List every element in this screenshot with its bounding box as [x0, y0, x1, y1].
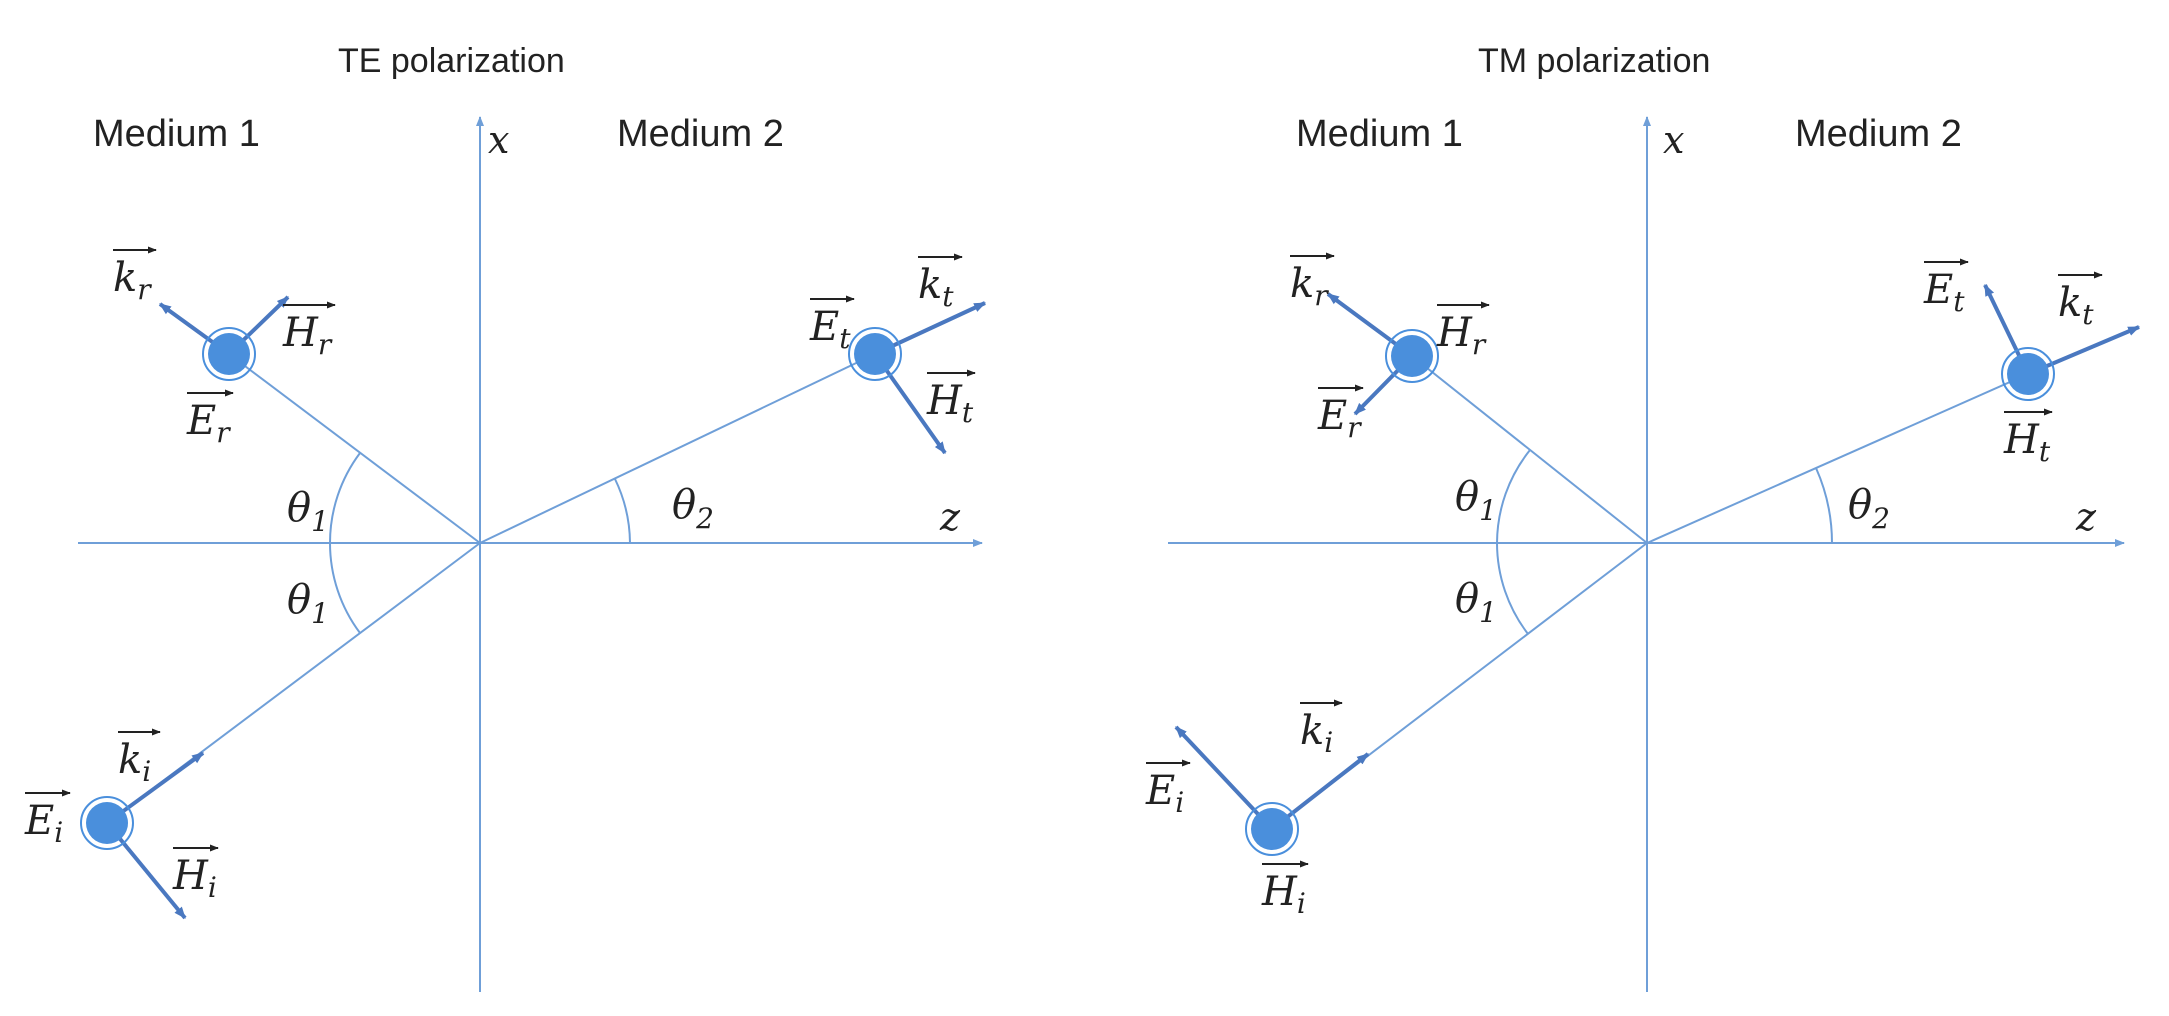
- te-ei-label: Ei: [24, 789, 71, 849]
- tm-theta2-arc: [1815, 467, 1833, 544]
- svg-text:Er: Er: [186, 398, 231, 449]
- te-kr-label: kr: [113, 246, 157, 306]
- te-title: TE polarization: [338, 42, 565, 80]
- tm-transmitted-particle: [2001, 347, 2055, 401]
- svg-text:Et: Et: [1923, 267, 1965, 318]
- te-theta1-lower-label: θ1: [287, 577, 329, 630]
- svg-text:kr: kr: [1290, 261, 1329, 312]
- tm-hr-label: Hr: [1436, 301, 1490, 361]
- tm-z-axis-label: z: [2075, 495, 2097, 539]
- te-theta2-arc: [614, 478, 631, 544]
- te-theta2-label: θ2: [672, 482, 714, 535]
- svg-text:kt: kt: [918, 262, 954, 313]
- tm-theta1-upper-label: θ1: [1455, 474, 1497, 527]
- te-kt-label: kt: [918, 253, 963, 313]
- te-z-axis-label: z: [939, 495, 961, 539]
- tm-ei-label: Ei: [1145, 759, 1191, 819]
- te-hi-label: Hi: [172, 844, 219, 904]
- te-incident-particle: [80, 796, 134, 850]
- tm-panel: TM polarization Medium 1 Medium 2 x z θ1…: [1145, 42, 2141, 992]
- te-reflected-ray: [228, 353, 481, 544]
- svg-text:Et: Et: [809, 304, 851, 355]
- tm-er-label: Er: [1317, 384, 1364, 444]
- svg-text:Ei: Ei: [1145, 768, 1184, 819]
- tm-kr-label: kr: [1290, 252, 1335, 312]
- svg-text:Ht: Ht: [926, 378, 974, 429]
- tm-x-axis-label: x: [1663, 118, 1684, 162]
- svg-text:ki: ki: [118, 737, 151, 788]
- te-hr-label: Hr: [282, 301, 336, 361]
- tm-theta1-lower-label: θ1: [1455, 576, 1497, 629]
- tm-transmitted-ray: [1646, 373, 2029, 544]
- te-ht-label: Ht: [926, 369, 976, 429]
- tm-ki-label: ki: [1300, 699, 1343, 759]
- tm-ei-vector: [1174, 725, 1274, 831]
- tm-theta1-lower-arc: [1496, 542, 1529, 635]
- svg-text:Er: Er: [1317, 393, 1362, 444]
- svg-text:Hr: Hr: [282, 310, 333, 361]
- te-theta1-lower-arc: [329, 542, 361, 634]
- svg-text:Hr: Hr: [1436, 310, 1487, 361]
- te-x-axis-label: x: [488, 118, 509, 162]
- tm-ht-label: Ht: [2003, 408, 2053, 468]
- tm-hi-label: Hi: [1261, 860, 1309, 920]
- tm-medium-1-label: Medium 1: [1296, 113, 1463, 155]
- te-et-label: Et: [809, 295, 855, 355]
- te-panel: TE polarization Medium 1 Medium 2 x z θ1…: [24, 42, 987, 992]
- te-theta1-upper-arc: [329, 452, 361, 544]
- te-transmitted-particle: [848, 327, 902, 381]
- tm-incident-particle: [1245, 802, 1299, 856]
- tm-et-label: Et: [1923, 258, 1969, 318]
- svg-text:kt: kt: [2058, 280, 2094, 331]
- tm-title: TM polarization: [1478, 42, 1710, 80]
- tm-theta1-upper-arc: [1496, 449, 1531, 544]
- svg-text:Hi: Hi: [172, 853, 217, 904]
- tm-reflected-ray: [1411, 355, 1648, 544]
- svg-text:Hi: Hi: [1261, 869, 1306, 920]
- svg-text:Ei: Ei: [24, 798, 63, 849]
- svg-text:ki: ki: [1300, 708, 1333, 759]
- svg-text:Ht: Ht: [2003, 417, 2051, 468]
- svg-text:kr: kr: [113, 255, 152, 306]
- te-medium-2-label: Medium 2: [617, 113, 784, 155]
- tm-theta2-label: θ2: [1848, 482, 1890, 535]
- te-theta1-upper-label: θ1: [287, 485, 329, 538]
- te-medium-1-label: Medium 1: [93, 113, 260, 155]
- te-ki-label: ki: [118, 728, 161, 788]
- te-transmitted-ray: [479, 353, 876, 544]
- te-reflected-particle: [202, 327, 256, 381]
- tm-reflected-particle: [1385, 329, 1439, 383]
- te-er-label: Er: [186, 389, 234, 449]
- tm-kt-label: kt: [2058, 271, 2103, 331]
- tm-medium-2-label: Medium 2: [1795, 113, 1962, 155]
